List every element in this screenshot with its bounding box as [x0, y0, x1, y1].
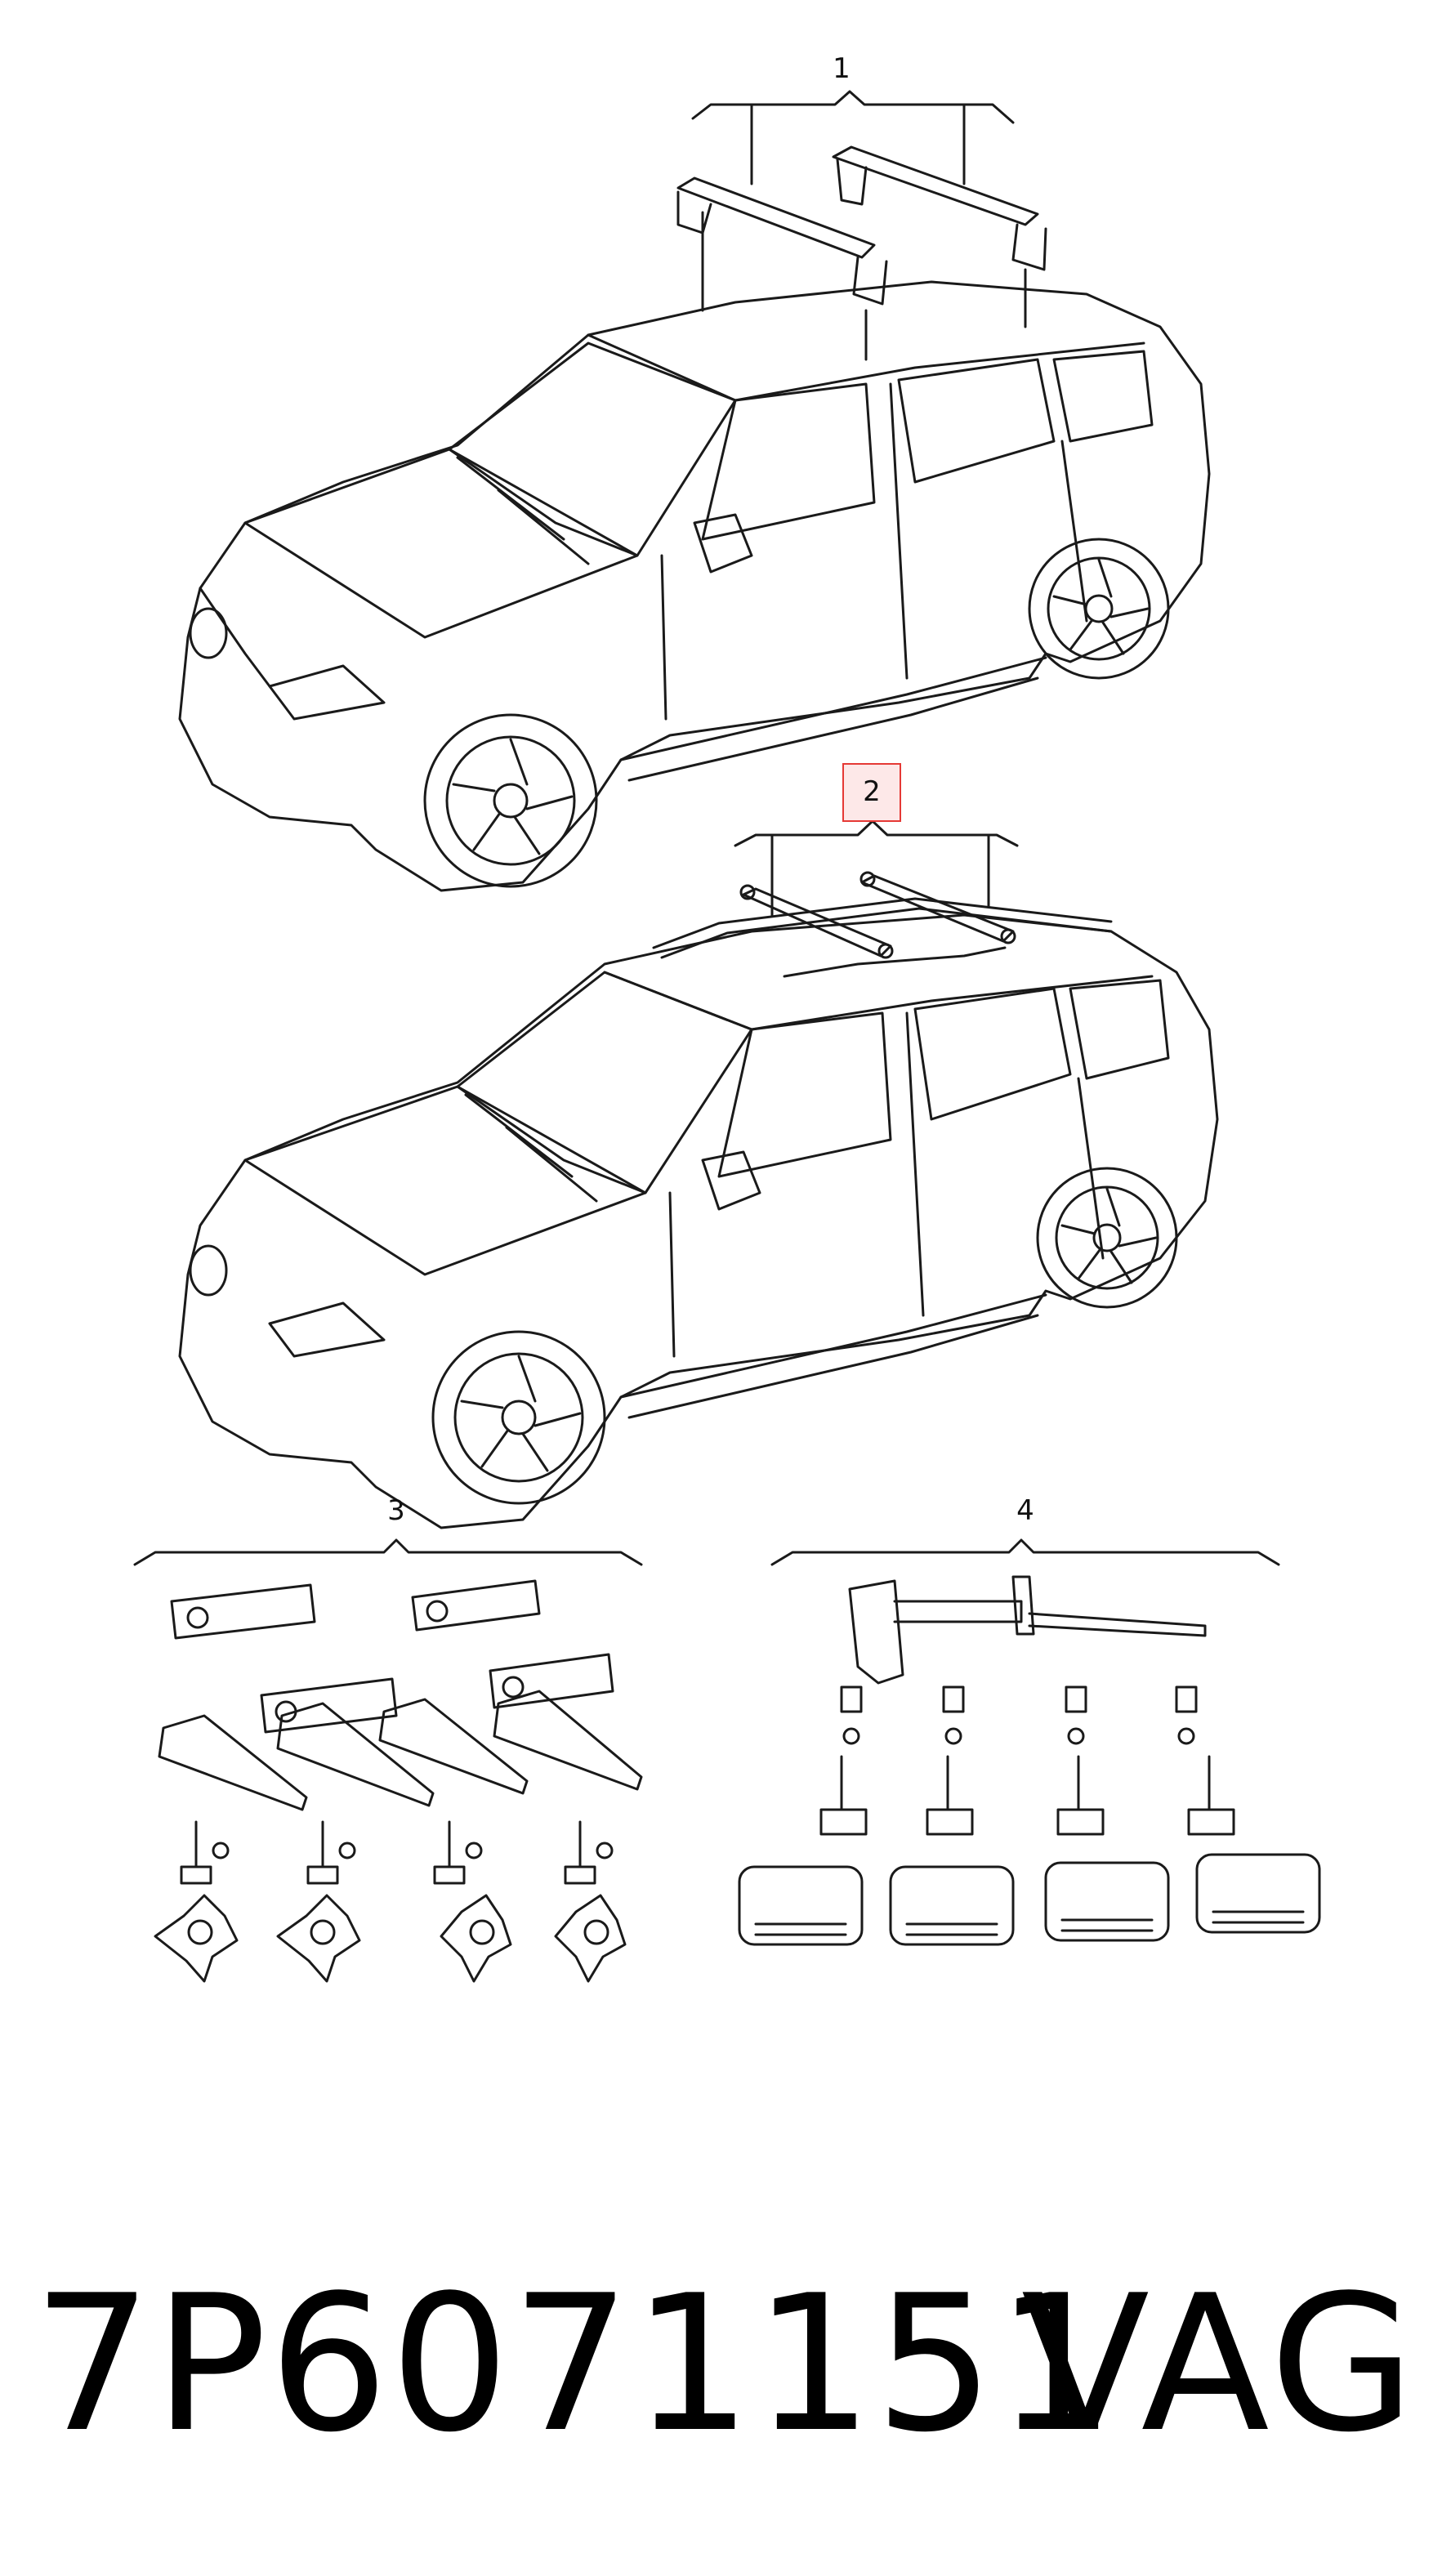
- spring-nuts: [840, 1685, 1198, 1745]
- callout-2-bracket: [734, 819, 1019, 917]
- roof-bar-front: [676, 176, 888, 306]
- rubber-wedges: [158, 1690, 643, 1811]
- callout-4-bracket: [770, 1538, 1280, 1566]
- callout-4-label: 4: [1016, 1494, 1034, 1527]
- roof-bar-rear: [832, 145, 1047, 271]
- callout-2-label: 2: [863, 775, 881, 808]
- clamp-brackets: [170, 1579, 614, 1734]
- star-knobs: [154, 1894, 627, 1983]
- vehicle-middle: [178, 897, 1219, 1529]
- brand-name: VAG: [1020, 2256, 1418, 2474]
- bolts-with-nuts: [180, 1820, 614, 1885]
- bar-clamp-tool: [848, 1575, 1207, 1685]
- callout-1-bracket: [691, 90, 1027, 361]
- callout-3-bracket: [133, 1538, 643, 1566]
- rubber-feet-pads: [738, 1853, 1321, 1946]
- vehicle-top: [178, 280, 1211, 892]
- crossbar-front: [739, 884, 894, 959]
- t-bolts: [819, 1755, 1235, 1836]
- callout-2-highlight: [842, 763, 901, 822]
- callout-3-label: 3: [387, 1494, 405, 1527]
- parts-diagram: 1 2 3 4: [133, 52, 1321, 1983]
- part-number: 7P6071151: [33, 2256, 1118, 2474]
- crossbar-rear: [859, 871, 1016, 944]
- callout-1-label: 1: [833, 52, 851, 85]
